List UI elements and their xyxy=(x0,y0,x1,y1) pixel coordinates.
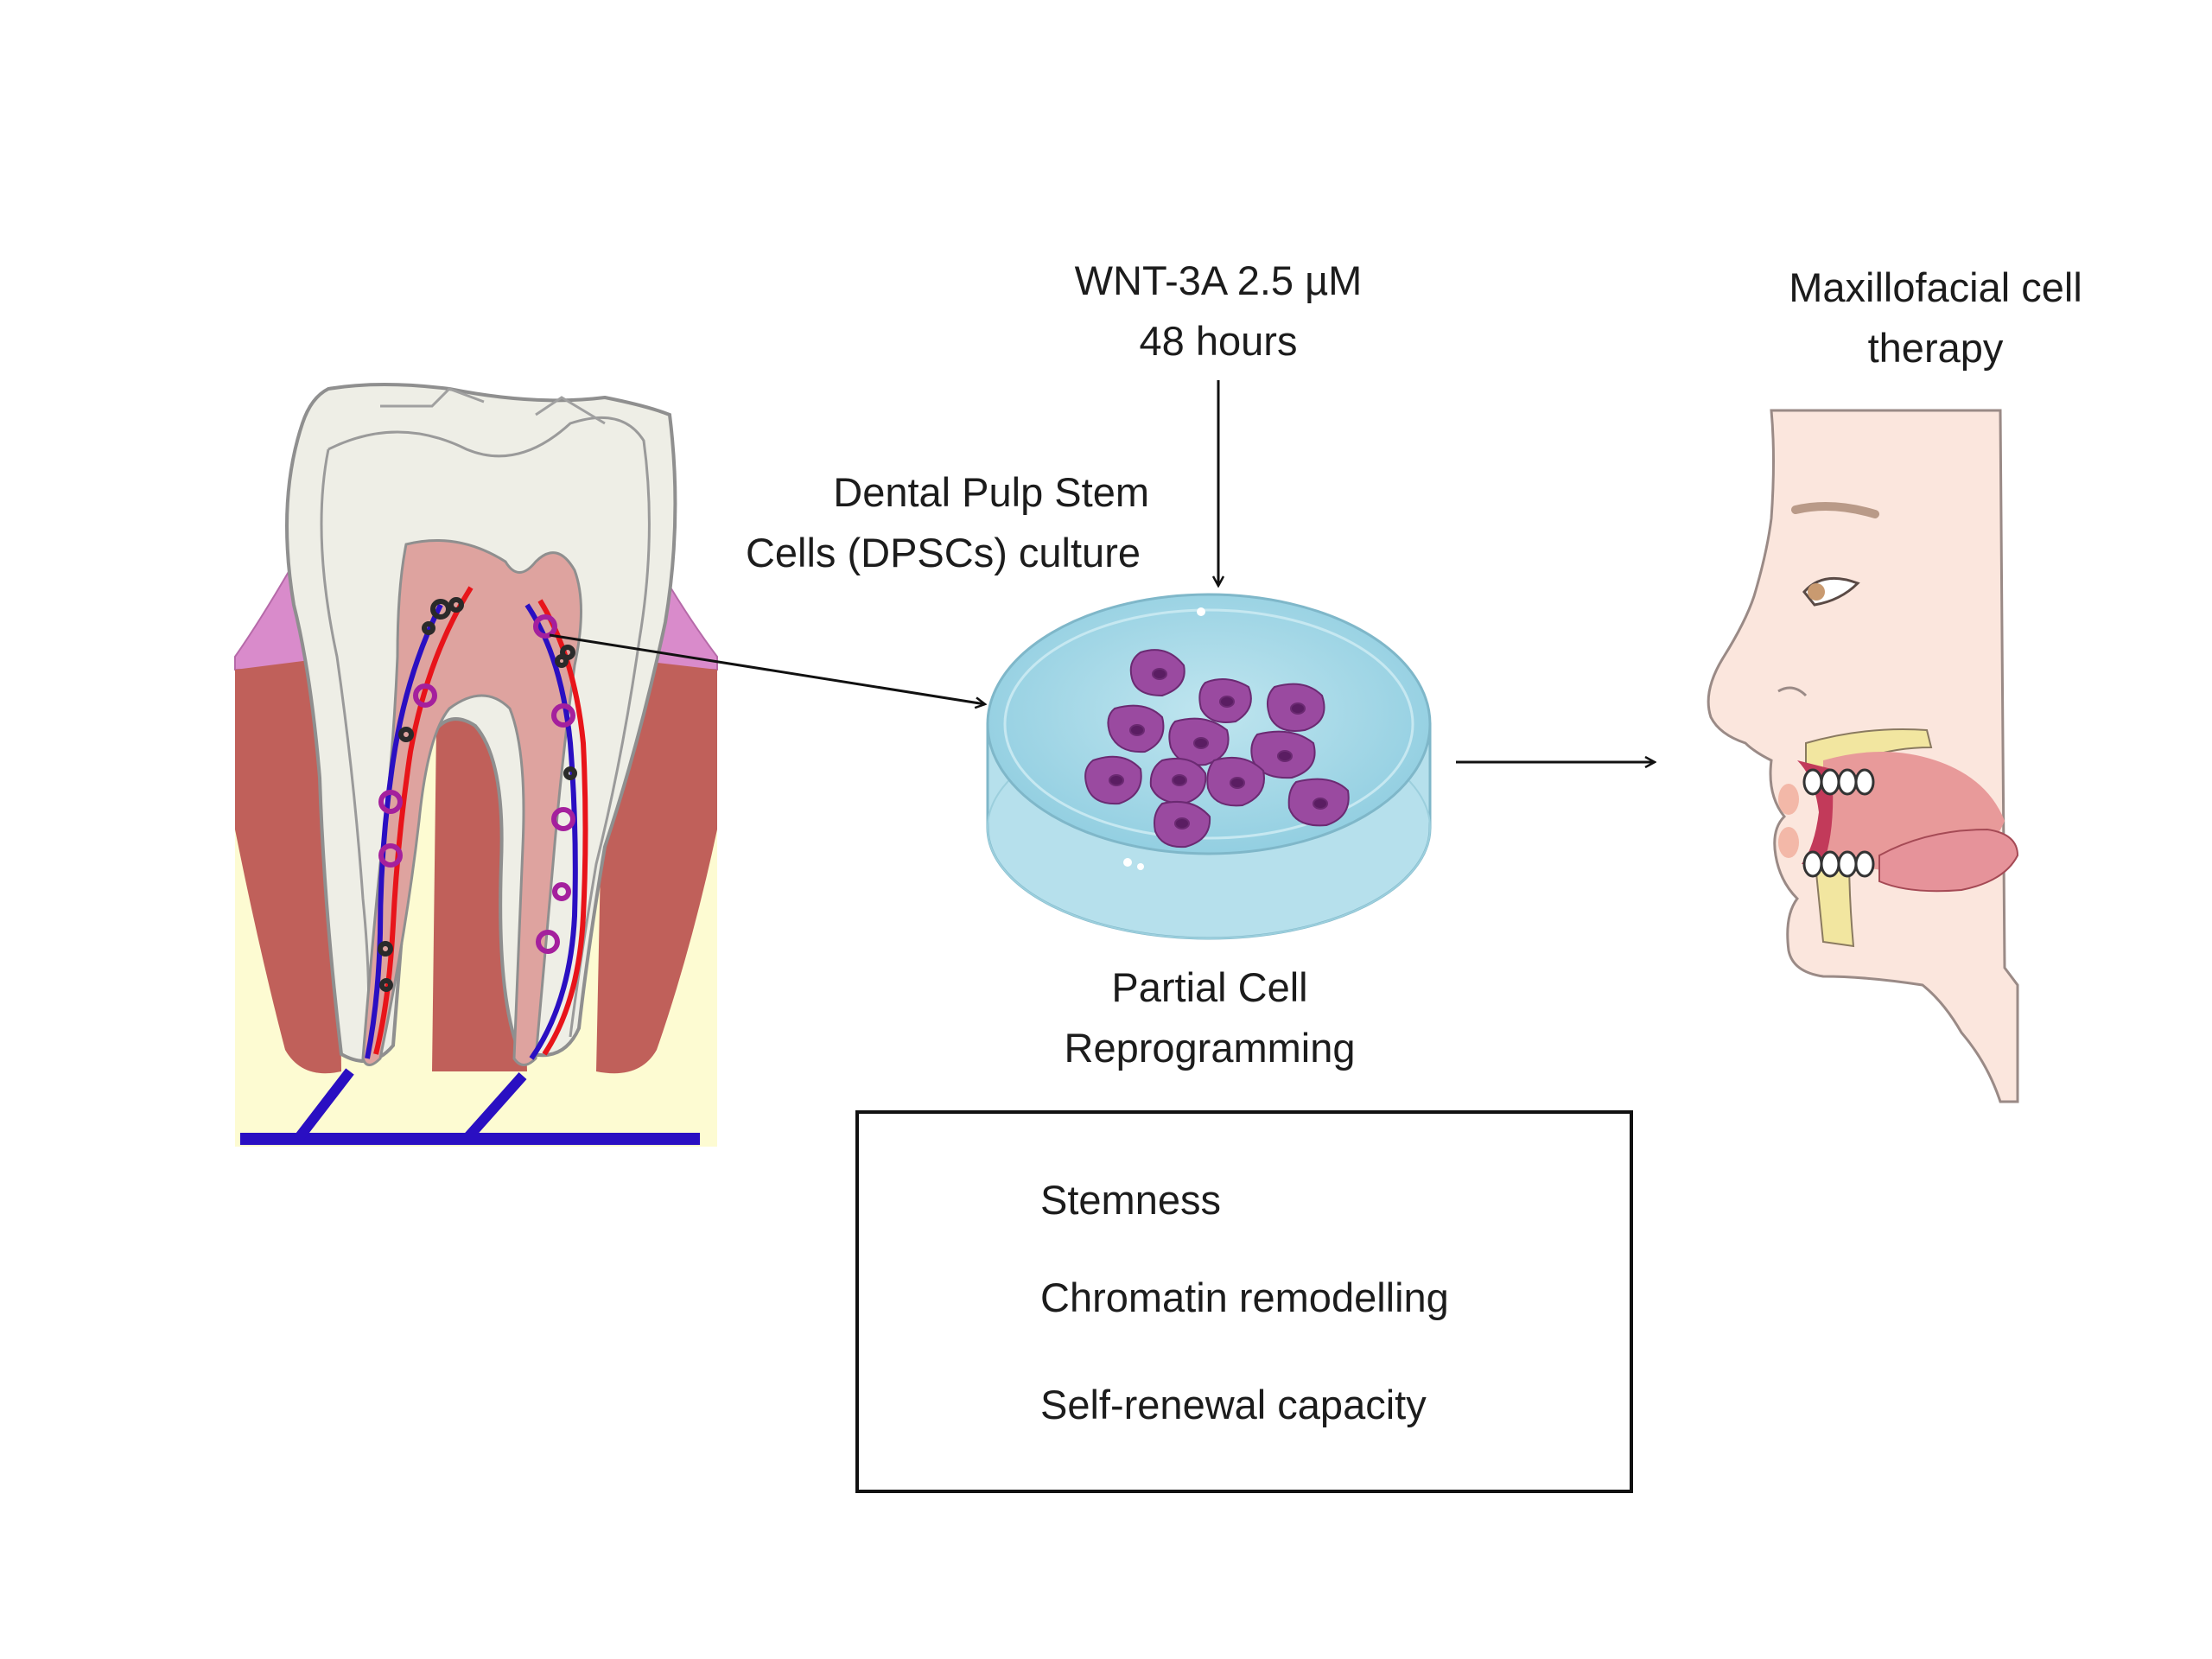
vein-left xyxy=(365,603,443,1059)
cell-nucleus xyxy=(1129,724,1145,736)
treatment-line-2: 48 hours xyxy=(1139,318,1298,364)
tooth xyxy=(1820,850,1840,878)
stem-cell xyxy=(551,807,575,831)
lower-lip xyxy=(1778,827,1799,858)
reprogramming-line-2: Reprogramming xyxy=(1064,1025,1356,1071)
tooth-illustration xyxy=(234,383,718,1147)
pulp-chamber xyxy=(361,539,582,1066)
reprogramming-line-1: Partial Cell xyxy=(1111,964,1308,1010)
stem-cell xyxy=(533,614,557,639)
upper-teeth xyxy=(1802,768,1875,796)
outcomes-box: Stemness Chromatin remodelling Self-rene… xyxy=(855,1110,1633,1493)
vessel-trunk-left xyxy=(294,1068,354,1142)
tooth xyxy=(1837,850,1858,878)
stem-cell xyxy=(563,766,577,780)
cell-nucleus xyxy=(1152,668,1167,680)
eyebrow xyxy=(1791,502,1879,518)
arrow-tooth-to-dish xyxy=(549,633,985,704)
stem-cell xyxy=(552,882,571,901)
stem-cell xyxy=(422,621,435,635)
therapy-label: Maxillofacial cell therapy xyxy=(1737,257,2134,378)
outcome-stemness: Stemness xyxy=(1040,1177,1221,1223)
vessel-trunk-right xyxy=(462,1072,527,1142)
stem-cell xyxy=(448,597,464,613)
cell-nucleus xyxy=(1109,774,1124,786)
stem-cell xyxy=(413,683,437,708)
stem-cell xyxy=(555,654,569,668)
culture-line-1: Dental Pulp Stem xyxy=(833,469,1149,515)
cell-nucleus xyxy=(1277,750,1293,762)
gum-left xyxy=(235,657,341,1074)
tooth xyxy=(1854,850,1875,878)
stem-cell xyxy=(398,727,414,742)
artery-right xyxy=(537,599,588,1056)
tooth xyxy=(1802,850,1823,878)
cell-nucleus xyxy=(1193,737,1209,749)
treatment-label: WNT-3A 2.5 µM 48 hours xyxy=(1028,251,1408,372)
stem-cell xyxy=(379,978,393,992)
lower-teeth xyxy=(1802,850,1875,878)
upper-lip xyxy=(1778,784,1799,815)
cultured-cells xyxy=(1084,649,1350,849)
dish-highlight xyxy=(1123,858,1132,867)
tooth xyxy=(1837,768,1858,796)
dish-highlight xyxy=(1197,607,1205,616)
petri-dish xyxy=(986,593,1432,940)
cell-nucleus xyxy=(1174,817,1190,830)
tooth xyxy=(1802,768,1823,796)
crown-ridges xyxy=(380,387,606,425)
cell-nucleus xyxy=(1290,702,1306,715)
stem-cell xyxy=(378,843,403,868)
culture-label: Dental Pulp Stem Cells (DPSCs) culture xyxy=(709,462,1158,583)
dish-highlight xyxy=(1137,863,1144,870)
nostril xyxy=(1777,686,1808,697)
stem-cell xyxy=(560,645,575,660)
dish-inner xyxy=(1003,608,1414,840)
cell-nucleus xyxy=(1219,696,1235,708)
cell-nucleus xyxy=(1230,777,1245,789)
outcome-self-renewal: Self-renewal capacity xyxy=(1040,1382,1427,1427)
cell-nucleus xyxy=(1313,798,1328,810)
outcome-chromatin-remodelling: Chromatin remodelling xyxy=(1040,1274,1449,1320)
stem-cell xyxy=(551,703,575,728)
stem-cell xyxy=(536,930,560,954)
dentin-line xyxy=(320,416,651,1051)
tongue xyxy=(1878,828,2019,893)
vein-right xyxy=(524,603,578,1060)
cell-nucleus xyxy=(1172,774,1187,786)
therapy-line-2: therapy xyxy=(1867,325,2004,371)
pulp-stem-cells xyxy=(378,597,577,992)
treatment-line-1: WNT-3A 2.5 µM xyxy=(1074,257,1363,303)
face-profile-illustration xyxy=(1707,409,2019,1103)
stem-cell xyxy=(378,941,393,957)
culture-line-2: Cells (DPSCs) culture xyxy=(745,530,1141,575)
tooth xyxy=(1820,768,1840,796)
reprogramming-label: Partial Cell Reprogramming xyxy=(1020,957,1400,1078)
tooth xyxy=(1854,768,1875,796)
therapy-line-1: Maxillofacial cell xyxy=(1789,264,2082,310)
stem-cell xyxy=(378,790,403,814)
eye-iris xyxy=(1808,583,1825,601)
stem-cell xyxy=(430,599,451,620)
